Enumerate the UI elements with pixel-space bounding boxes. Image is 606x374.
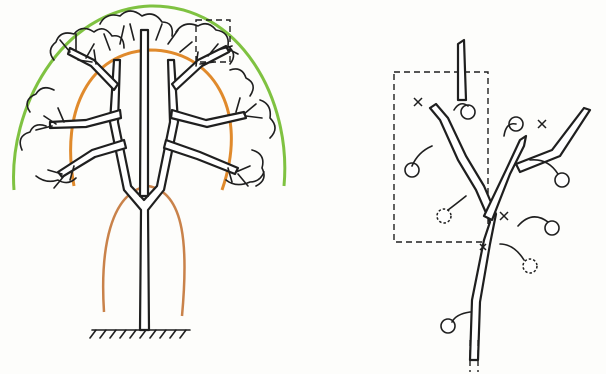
- cut-mark: [414, 98, 422, 106]
- removed-bud: [437, 209, 451, 223]
- cut-mark: [500, 212, 508, 220]
- right-lower-branch: [164, 140, 238, 174]
- cut-marks: [414, 98, 546, 250]
- right-scaffold-branch: [171, 110, 246, 127]
- left-lower-branch: [58, 140, 126, 177]
- upper-spur: [458, 40, 466, 100]
- tree-crown-diagram: [14, 6, 285, 338]
- removed-bud: [523, 259, 537, 273]
- ground-line: [90, 330, 190, 338]
- fruit-bud: [555, 173, 569, 187]
- cut-mark: [538, 120, 546, 128]
- far-right-shoot: [516, 108, 590, 172]
- right-long-shoot: [484, 136, 526, 220]
- main-stem: [430, 104, 496, 360]
- right-upper-branch: [172, 46, 229, 90]
- branch-pruning-detail: [394, 40, 590, 372]
- outer-crown-arc: [14, 6, 285, 190]
- fruit-bud: [545, 221, 559, 235]
- left-upper-branch: [68, 48, 118, 90]
- central-leader: [140, 30, 148, 196]
- fruit-bud: [461, 105, 475, 119]
